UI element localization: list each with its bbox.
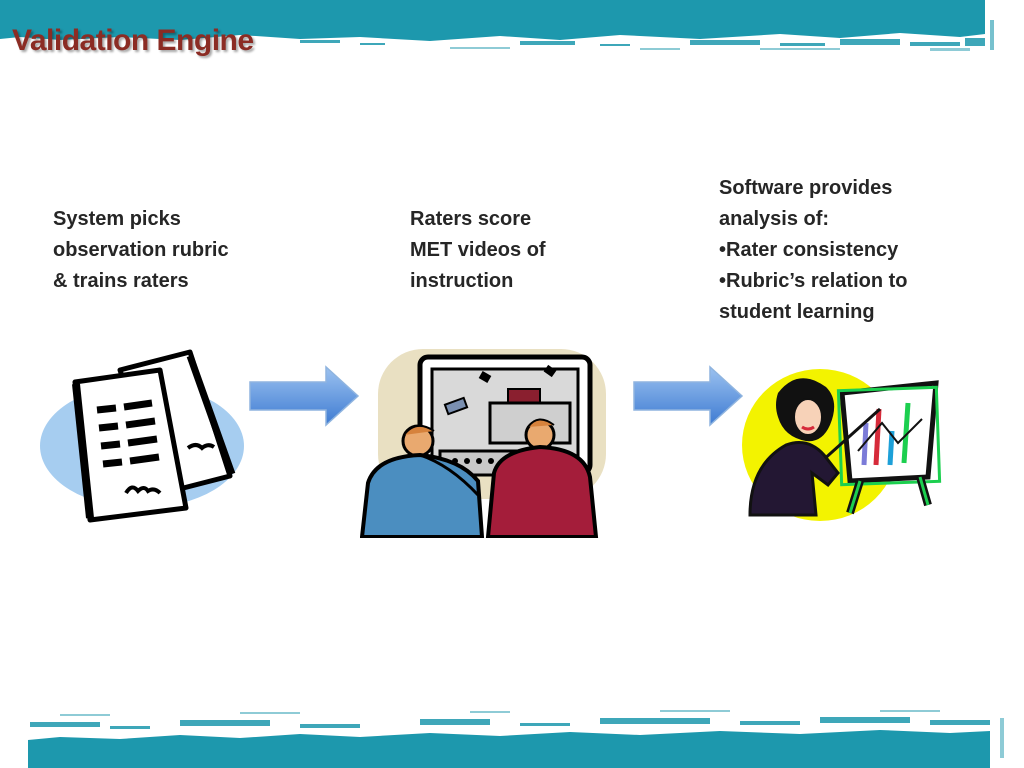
caption-line: Raters score <box>410 208 532 230</box>
caption-line: student learning <box>719 301 875 323</box>
caption-bullet: •Rater consistency <box>719 239 899 261</box>
bottom-decorative-band <box>0 708 1024 768</box>
step-2-caption: Raters score MET videos of instruction <box>410 204 610 297</box>
caption-line: MET videos of <box>410 239 546 261</box>
caption-line: System picks <box>53 208 181 230</box>
presenter-with-chart-clipart-icon <box>742 365 942 525</box>
caption-line: & trains raters <box>53 270 189 292</box>
right-arrow-icon <box>632 365 744 427</box>
step-1-caption: System picks observation rubric & trains… <box>53 204 273 297</box>
caption-line: instruction <box>410 270 514 292</box>
right-arrow-icon <box>248 365 360 427</box>
caption-line: Software provides <box>719 177 893 199</box>
raters-at-monitor-clipart-icon <box>359 343 610 539</box>
caption-line: analysis of: <box>719 208 830 230</box>
top-decorative-band <box>0 0 1024 60</box>
slide-title: Validation Engine <box>12 24 254 57</box>
documents-clipart-icon <box>40 348 255 523</box>
step-3-caption: Software provides analysis of: •Rater co… <box>719 173 959 328</box>
caption-bullet: •Rubric’s relation to <box>719 270 908 292</box>
caption-line: observation rubric <box>53 239 229 261</box>
